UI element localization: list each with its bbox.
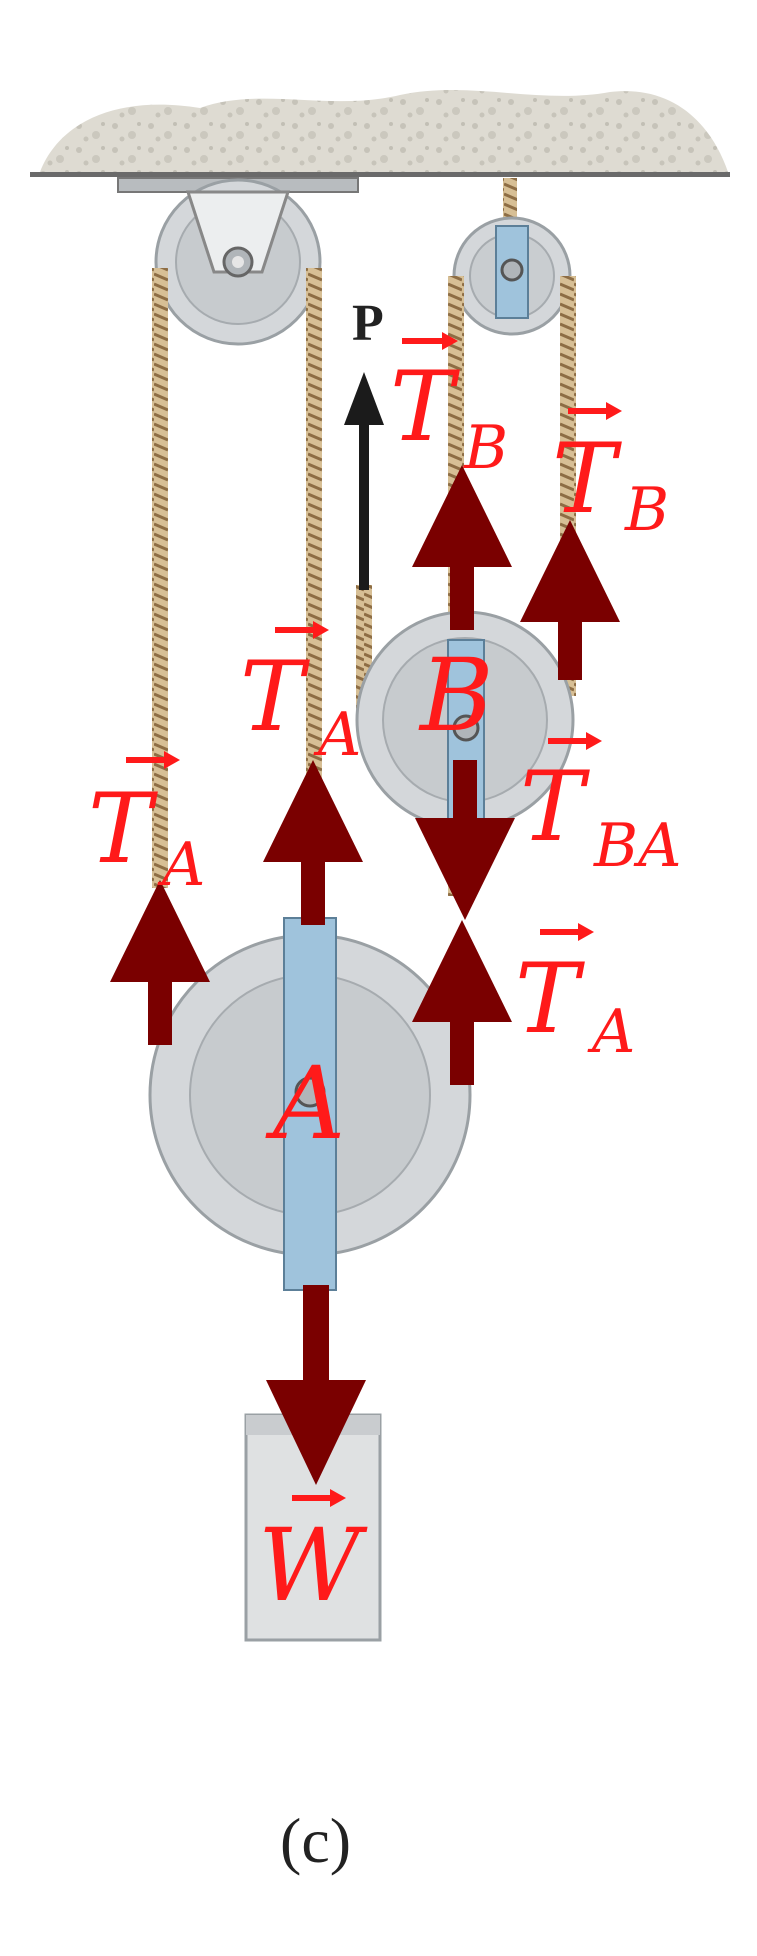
arrow-tb-left: [412, 465, 512, 630]
label-tb-right-main: T: [552, 423, 622, 535]
arrow-w: [266, 1285, 366, 1485]
arrow-ta-mid: [263, 760, 363, 925]
force-arrows: [110, 465, 620, 1485]
label-tb-left-main: T: [390, 351, 460, 463]
label-tba: T BA: [520, 732, 681, 881]
arrow-tb-right: [520, 520, 620, 680]
figure-caption: (c): [280, 1805, 351, 1876]
label-ta-left: T A: [88, 751, 205, 900]
label-ta-left-main: T: [88, 773, 158, 885]
label-tba-main: T: [520, 751, 590, 863]
label-ta-right-main: T: [515, 943, 585, 1055]
label-w-main: W: [258, 1507, 368, 1624]
label-ta-mid-sub: A: [313, 700, 361, 770]
label-tb-right-sub: B: [624, 475, 669, 545]
applied-force-label: P: [352, 295, 384, 352]
ceiling: [30, 90, 730, 177]
label-ta-mid: T A: [240, 621, 361, 770]
pulley-a: [148, 917, 472, 1291]
applied-force-arrow: P: [344, 295, 384, 590]
arrow-tba: [415, 760, 515, 920]
label-tb-left-sub: B: [463, 413, 508, 483]
pulley-b-label: B: [418, 637, 494, 754]
label-ta-left-sub: A: [157, 830, 205, 900]
fixed-pulley-left: [117, 177, 359, 346]
label-w: W: [258, 1489, 368, 1624]
pulley-b: [355, 610, 575, 831]
label-ta-mid-main: T: [240, 641, 310, 753]
label-ta-right-sub: A: [587, 997, 635, 1067]
force-labels: T B T B T A T A T BA T A W: [88, 332, 681, 1624]
label-tb-left: T B: [390, 332, 508, 483]
label-tba-sub: BA: [593, 811, 681, 881]
arrow-ta-left: [110, 880, 210, 1045]
label-tb-right: T B: [552, 402, 669, 545]
arrow-ta-right: [412, 920, 512, 1085]
label-ta-right: T A: [515, 923, 635, 1067]
pulley-a-label: A: [265, 1045, 345, 1162]
fixed-pulley-right: [452, 178, 572, 336]
